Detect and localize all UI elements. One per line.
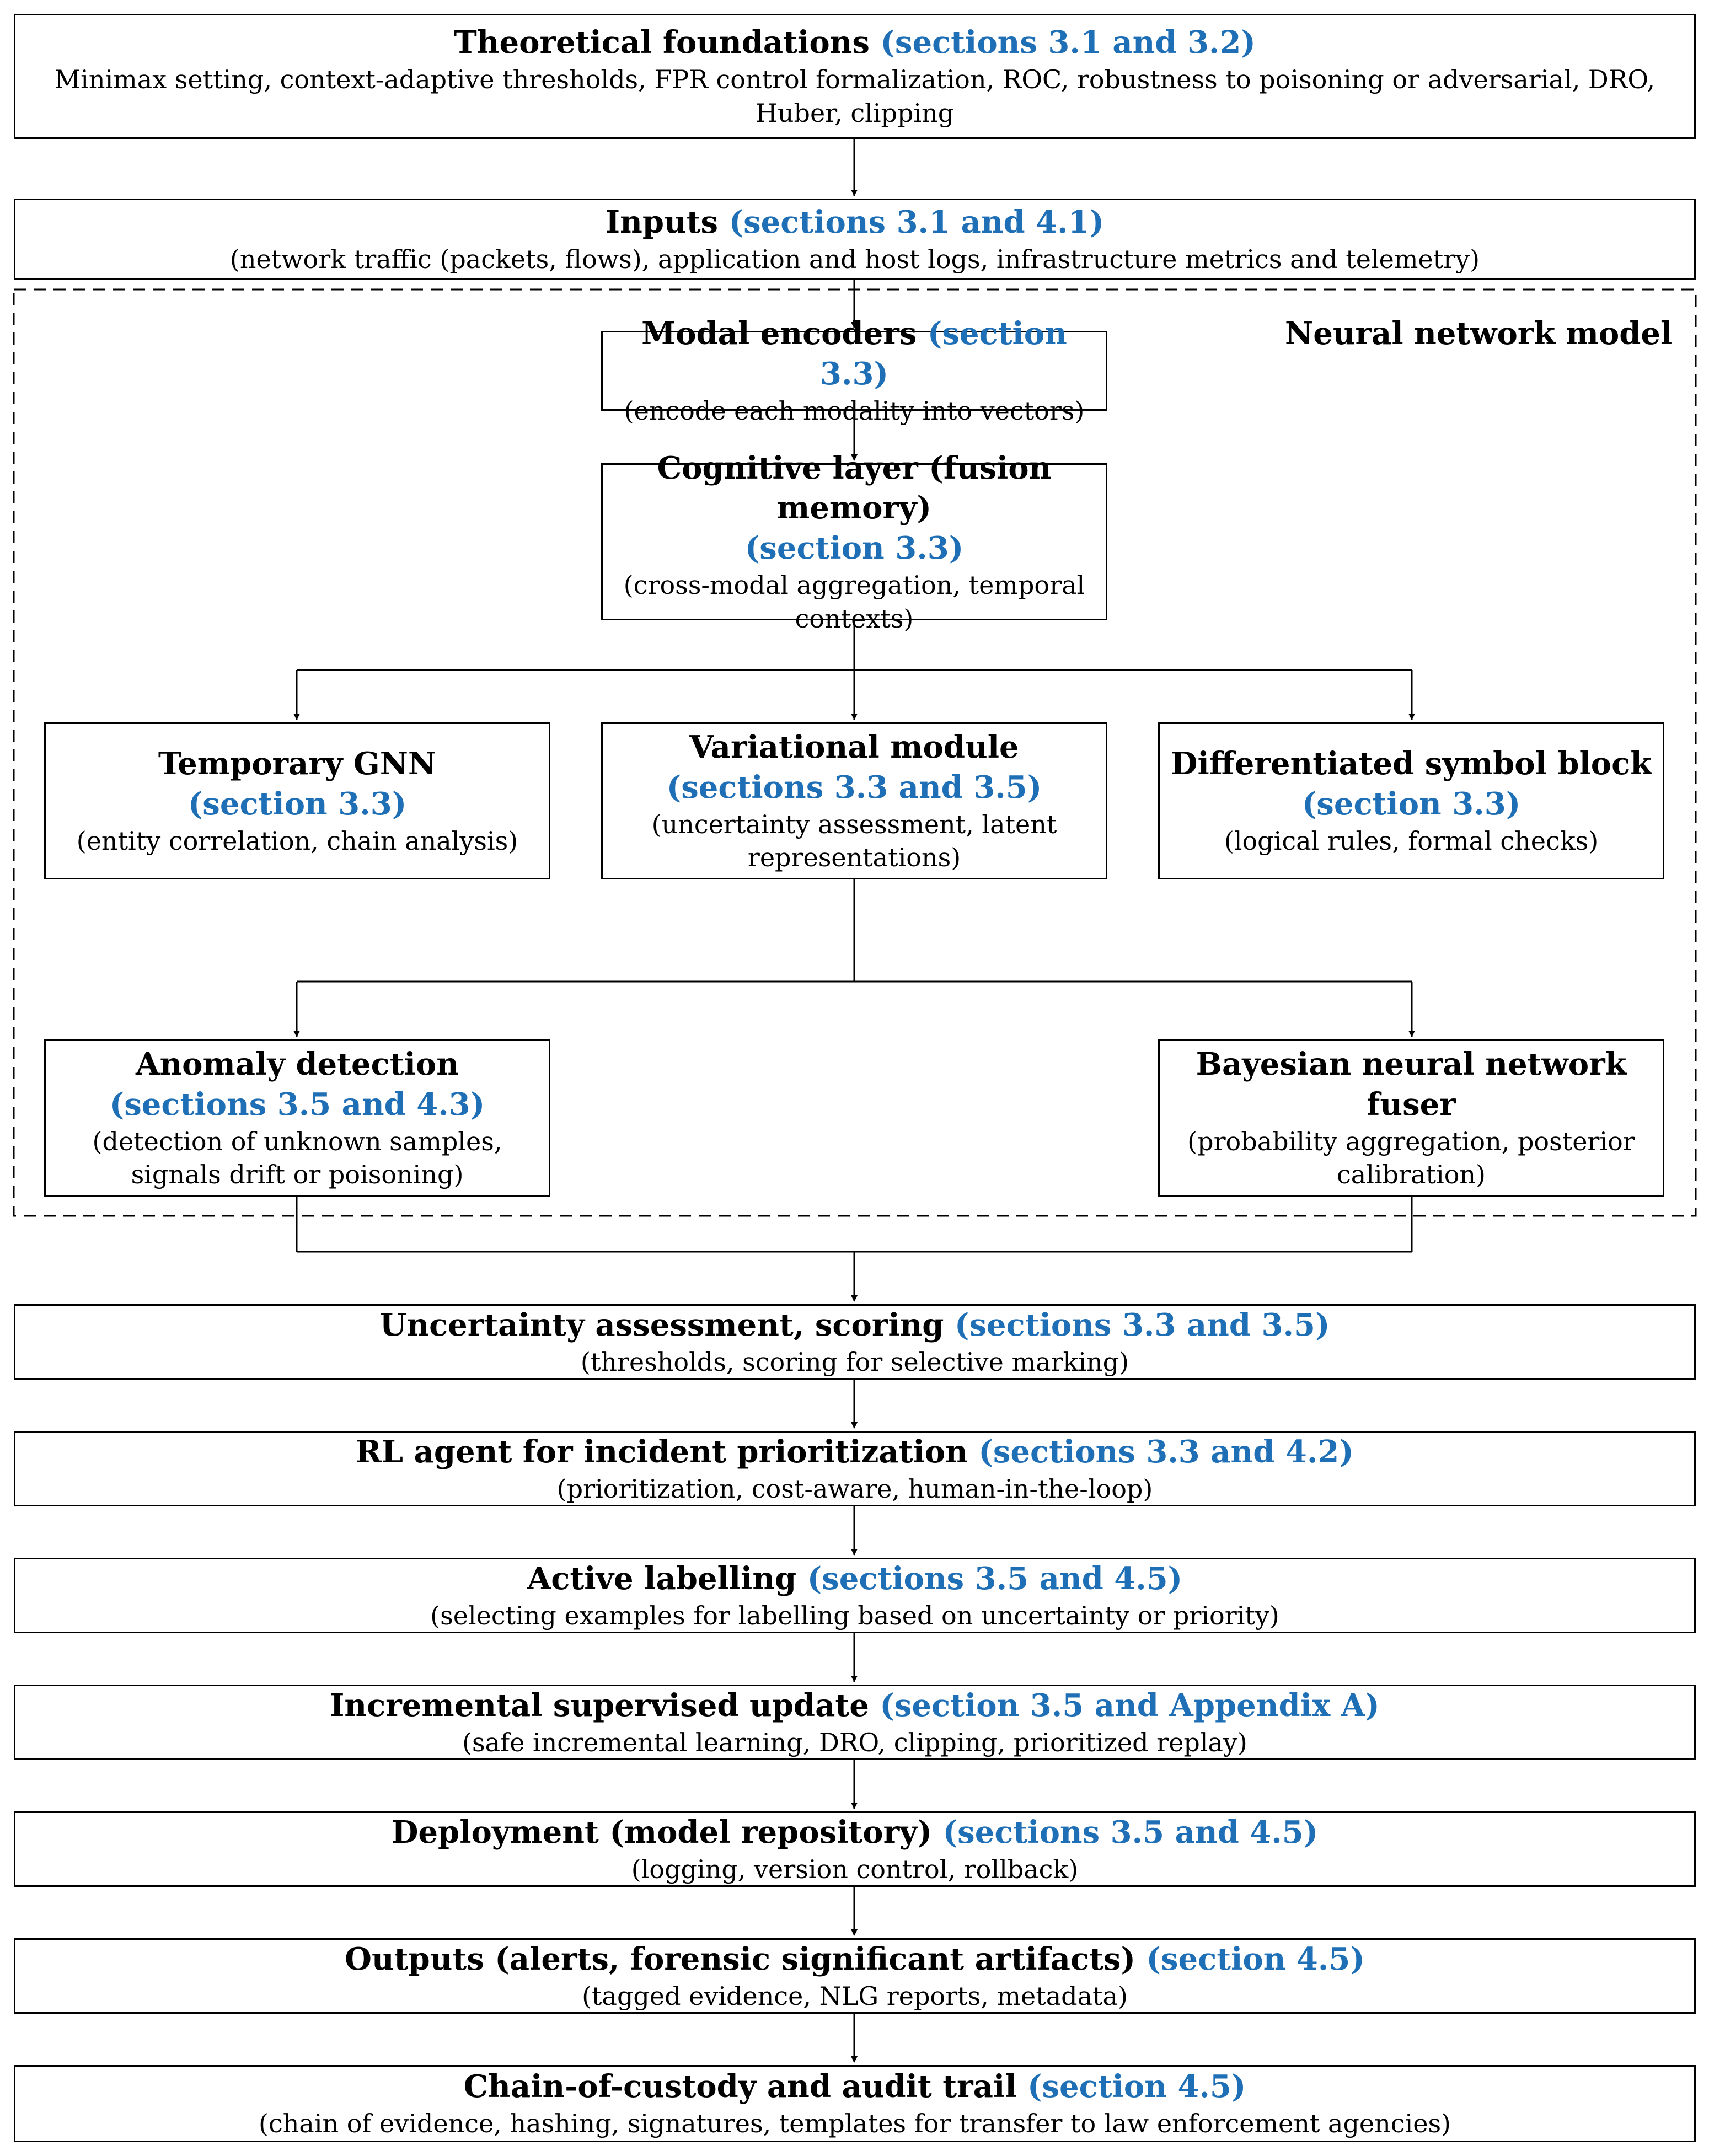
node-ref: (section 3.5 and Appendix A) (880, 1687, 1380, 1724)
node-title: Variational module (689, 728, 1019, 765)
variational-module-box: Variational module (sections 3.3 and 3.5… (601, 722, 1107, 879)
node-desc: (prioritization, cost-aware, human-in-th… (556, 1473, 1153, 1504)
node-ref: (sections 3.3 and 3.5) (954, 1306, 1330, 1343)
active-labelling-box: Active labelling (sections 3.5 and 4.5) … (14, 1558, 1696, 1633)
modal-encoders-box: Modal encoders (section 3.3) (encode eac… (601, 315, 1107, 426)
node-ref: (sections 3.3 and 3.5) (666, 769, 1042, 806)
node-title: Differentiated symbol block (1170, 746, 1652, 782)
node-ref: (section 3.3) (820, 315, 1067, 393)
symbol-block-box: Differentiated symbol block (section 3.3… (1158, 722, 1664, 879)
node-desc: (safe incremental learning, DRO, clippin… (462, 1727, 1247, 1757)
node-desc: (selecting examples for labelling based … (430, 1600, 1279, 1631)
node-ref: (section 3.3) (744, 530, 964, 567)
node-title: Deployment (model repository) (391, 1814, 933, 1851)
deployment-box: Deployment (model repository) (sections … (14, 1811, 1696, 1887)
neural-network-model-label: Neural network model (1285, 315, 1673, 352)
node-title: Inputs (605, 204, 719, 241)
node-title: Uncertainty assessment, scoring (379, 1306, 944, 1343)
node-title: Anomaly detection (136, 1045, 459, 1082)
chain-of-custody-box: Chain-of-custody and audit trail (sectio… (14, 2065, 1696, 2142)
node-ref: (sections 3.5 and 4.5) (807, 1560, 1183, 1597)
node-desc: (cross-modal aggregation, temporal conte… (623, 570, 1085, 634)
node-ref: (sections 3.3 and 4.2) (978, 1433, 1354, 1470)
node-ref: (sections 3.5 and 4.3) (109, 1086, 485, 1123)
inputs-box: Inputs (sections 3.1 and 4.1) (network t… (14, 199, 1696, 280)
outputs-box: Outputs (alerts, forensic significant ar… (14, 1938, 1696, 2014)
node-desc: (chain of evidence, hashing, signatures,… (259, 2109, 1451, 2139)
node-ref: (section 4.5) (1027, 2068, 1246, 2105)
node-ref: (section 3.3) (1301, 786, 1521, 823)
node-title: Modal encoders (641, 315, 917, 352)
node-ref: (section 4.5) (1146, 1940, 1365, 1977)
node-desc: (entity correlation, chain analysis) (76, 825, 518, 856)
node-title: Bayesian neural network fuser (1196, 1045, 1627, 1123)
node-ref: (section 3.3) (187, 786, 407, 823)
incremental-update-box: Incremental supervised update (section 3… (14, 1685, 1696, 1760)
node-title: Outputs (alerts, forensic significant ar… (345, 1940, 1135, 1977)
node-desc: (logical rules, formal checks) (1224, 825, 1599, 856)
node-ref: (sections 3.1 and 3.2) (880, 24, 1256, 61)
node-title: Theoretical foundations (454, 24, 870, 61)
node-title: Chain-of-custody and audit trail (463, 2068, 1017, 2105)
node-title: Temporary GNN (158, 746, 437, 782)
bayesian-fuser-box: Bayesian neural network fuser (probabili… (1158, 1039, 1664, 1197)
rl-agent-box: RL agent for incident prioritization (se… (14, 1431, 1696, 1506)
node-desc: (uncertainty assessment, latent represen… (651, 809, 1057, 873)
node-title: Incremental supervised update (330, 1687, 869, 1724)
theoretical-foundations-box: Theoretical foundations (sections 3.1 an… (14, 14, 1696, 139)
node-ref: (sections 3.5 and 4.5) (942, 1814, 1319, 1851)
node-ref: (sections 3.1 and 4.1) (728, 204, 1105, 241)
node-desc: (thresholds, scoring for selective marki… (580, 1347, 1129, 1377)
uncertainty-scoring-box: Uncertainty assessment, scoring (section… (14, 1304, 1696, 1380)
node-title: Cognitive layer (fusion memory) (657, 449, 1052, 527)
node-desc: (network traffic (packets, flows), appli… (229, 244, 1480, 275)
node-desc: (probability aggregation, posterior cali… (1187, 1126, 1635, 1190)
node-desc: Minimax setting, context-adaptive thresh… (55, 65, 1655, 128)
node-desc: (tagged evidence, NLG reports, metadata) (582, 1981, 1128, 2011)
temporary-gnn-box: Temporary GNN (section 3.3) (entity corr… (44, 722, 550, 879)
node-desc: (detection of unknown samples, signals d… (92, 1126, 502, 1190)
node-title: Active labelling (527, 1560, 797, 1597)
node-desc: (encode each modality into vectors) (624, 395, 1085, 426)
anomaly-detection-box: Anomaly detection (sections 3.5 and 4.3)… (44, 1039, 550, 1197)
cognitive-layer-box: Cognitive layer (fusion memory) (section… (601, 450, 1107, 634)
node-title: RL agent for incident prioritization (356, 1433, 968, 1470)
node-desc: (logging, version control, rollback) (631, 1854, 1079, 1884)
